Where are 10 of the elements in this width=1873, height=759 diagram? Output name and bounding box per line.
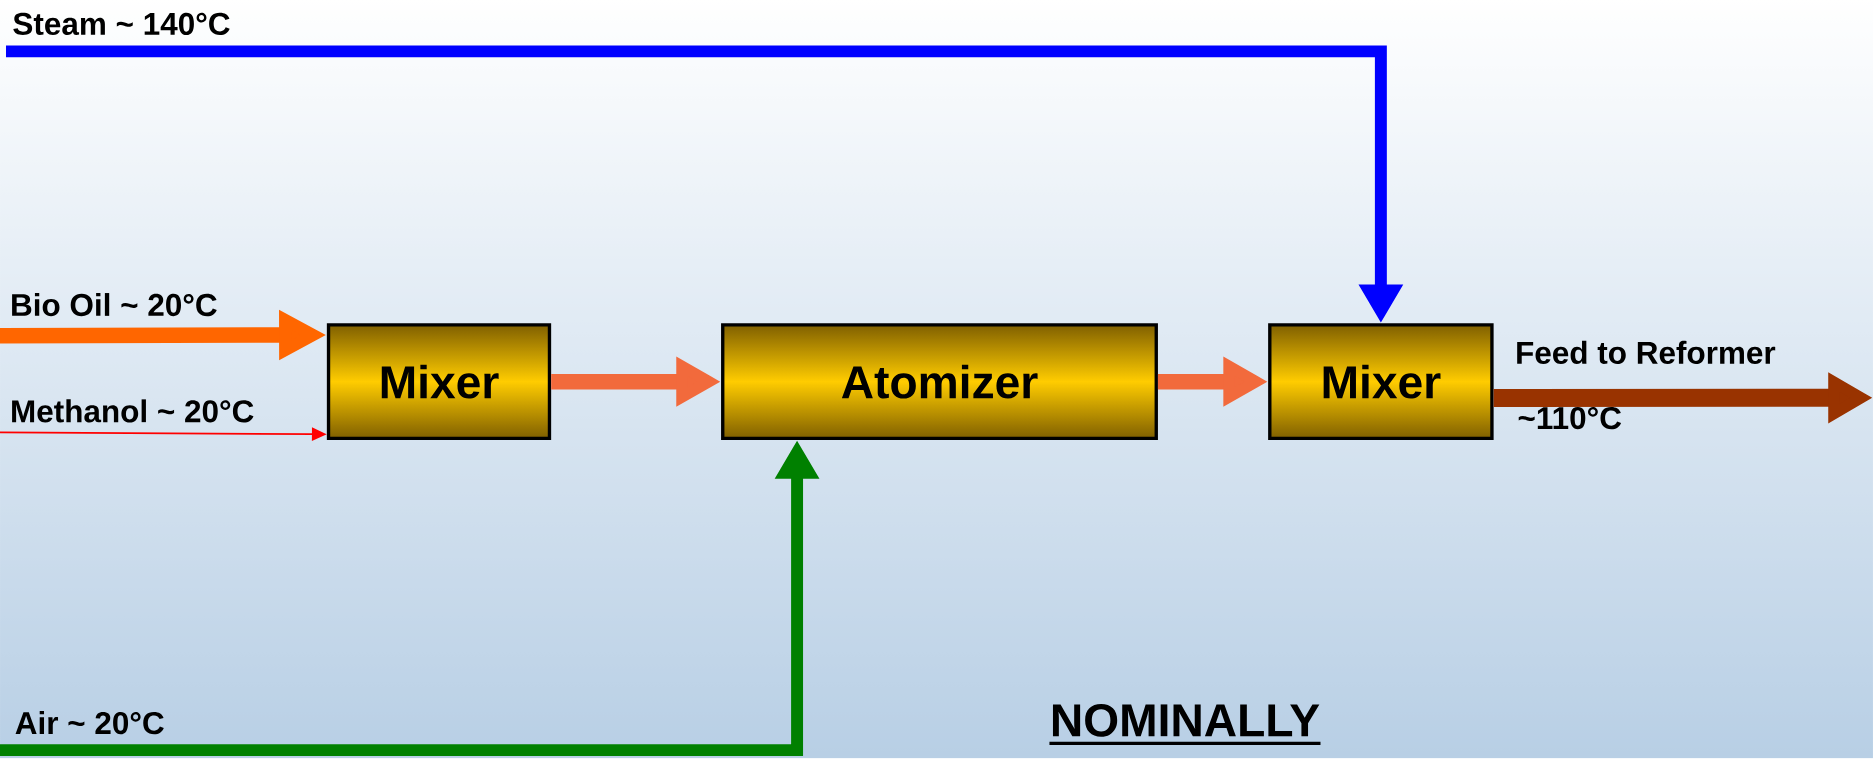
note-title: NOMINALLY bbox=[1052, 704, 1320, 737]
edge-label: Steam ~ 140°C bbox=[13, 13, 230, 36]
edge-label: Methanol ~ 20°C bbox=[12, 399, 254, 423]
edge-label: Feed to Reformer bbox=[1517, 341, 1776, 365]
edge-label: Air ~ 20°C bbox=[15, 711, 164, 735]
process-box: Atomizer bbox=[721, 323, 1158, 441]
edge-label: Bio Oil ~ 20°C bbox=[12, 293, 217, 317]
process-box: Mixer bbox=[1268, 323, 1494, 441]
process-box: Mixer bbox=[326, 323, 552, 441]
temperature-label: ~110°C bbox=[1518, 407, 1622, 430]
